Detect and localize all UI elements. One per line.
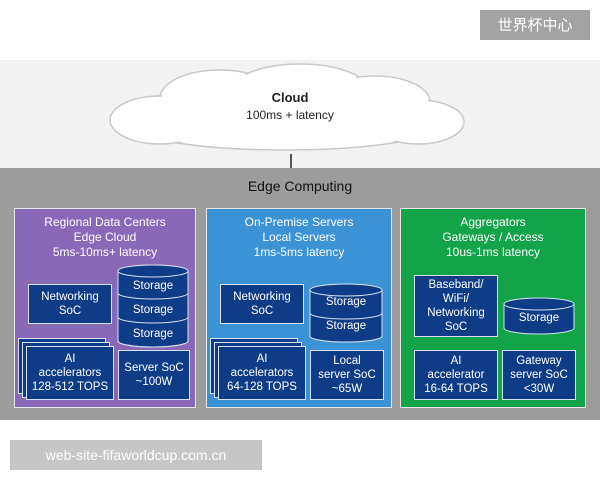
watermark-bottom: web-site-fifaworldcup.com.cn (10, 440, 262, 470)
agg-ai-accelerator: AI accelerator 16-64 TOPS (414, 350, 498, 400)
regional-latency: 5ms-10ms+ latency (52, 245, 158, 259)
agg-subtitle: Gateways / Access (442, 230, 544, 244)
onprem-storage-1: Storage (325, 296, 367, 308)
agg-ai-line3: 16-64 TOPS (424, 383, 488, 395)
watermark-top: 世界杯中心 (480, 10, 590, 40)
agg-title: Aggregators (460, 215, 526, 229)
cloud-shape (109, 63, 465, 151)
agg-gateway-server-soc: Gateway server SoC <30W (502, 350, 576, 400)
agg-storage-cylinder (503, 297, 575, 335)
onprem-ai-accelerators: AI accelerators 64-128 TOPS (218, 346, 306, 400)
regional-ai-line1: AI (64, 353, 76, 365)
agg-baseband-line1: Baseband/ (428, 279, 484, 291)
agg-storage-label: Storage (518, 312, 560, 324)
regional-storage-cylinders (117, 264, 189, 348)
agg-baseband-line4: SoC (444, 321, 468, 333)
agg-gateway-line3: <30W (523, 383, 555, 395)
onprem-server-line1: Local (333, 355, 361, 367)
edge-computing-title: Edge Computing (247, 178, 353, 194)
onprem-server-line3: ~65W (331, 383, 363, 395)
regional-server-line2: ~100W (135, 376, 173, 388)
cloud-latency: 100ms + latency (246, 108, 334, 122)
onprem-server-line2: server SoC (318, 369, 376, 381)
agg-heading: Aggregators Gateways / Access 10us-1ms l… (400, 215, 586, 260)
regional-storage-2: Storage (132, 304, 174, 316)
onprem-networking-line1: Networking (233, 291, 291, 303)
regional-ai-line2: accelerators (38, 367, 102, 379)
onprem-ai-line1: AI (256, 353, 268, 365)
onprem-heading: On-Premise Servers Local Servers 1ms-5ms… (206, 215, 392, 260)
regional-networking-soc: Networking SoC (28, 284, 112, 324)
regional-title: Regional Data Centers (44, 215, 166, 229)
regional-server-soc: Server SoC ~100W (118, 350, 190, 400)
onprem-latency: 1ms-5ms latency (253, 245, 345, 259)
onprem-ai-line2: accelerators (230, 367, 294, 379)
regional-subtitle: Edge Cloud (73, 230, 137, 244)
onprem-title: On-Premise Servers (244, 215, 354, 229)
regional-networking-line1: Networking (41, 291, 99, 303)
onprem-local-server-soc: Local server SoC ~65W (310, 350, 384, 400)
regional-storage-3: Storage (132, 328, 174, 340)
regional-server-line1: Server SoC (124, 362, 184, 374)
agg-ai-line2: accelerator (427, 369, 485, 381)
agg-baseband-wifi-networking-soc: Baseband/ WiFi/ Networking SoC (414, 275, 498, 337)
agg-latency: 10us-1ms latency (445, 245, 541, 259)
regional-ai-line3: 128-512 TOPS (31, 381, 109, 393)
onprem-ai-line3: 64-128 TOPS (227, 381, 297, 393)
regional-ai-accelerators: AI accelerators 128-512 TOPS (26, 346, 114, 400)
regional-networking-line2: SoC (58, 305, 82, 317)
onprem-storage-2: Storage (325, 320, 367, 332)
cloud-connector (290, 154, 292, 168)
onprem-storage-cylinders (309, 283, 383, 343)
onprem-subtitle: Local Servers (262, 230, 336, 244)
agg-gateway-line2: server SoC (510, 369, 568, 381)
cloud-title: Cloud (271, 90, 309, 105)
regional-storage-1: Storage (132, 280, 174, 292)
agg-gateway-line1: Gateway (516, 355, 562, 367)
agg-baseband-line2: WiFi/ (442, 293, 470, 305)
onprem-networking-line2: SoC (250, 305, 274, 317)
agg-baseband-line3: Networking (427, 307, 485, 319)
onprem-networking-soc: Networking SoC (220, 284, 304, 324)
agg-ai-line1: AI (450, 355, 462, 367)
regional-heading: Regional Data Centers Edge Cloud 5ms-10m… (14, 215, 196, 260)
